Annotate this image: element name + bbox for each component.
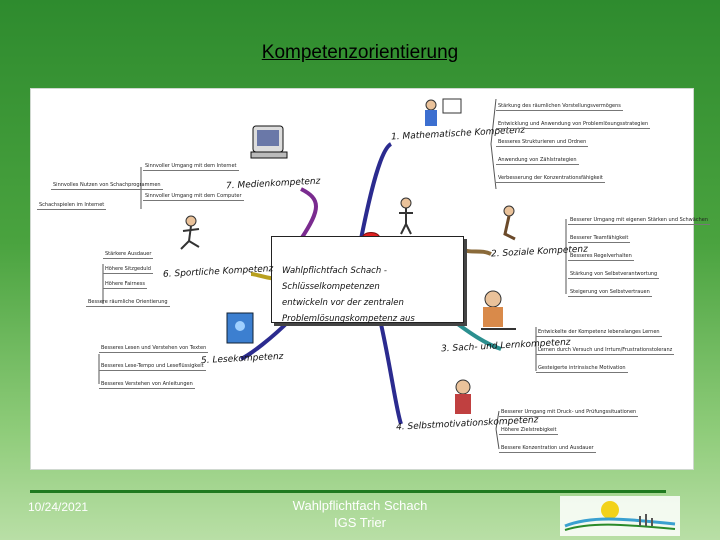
leaf-5-3: Besseres Verstehen von Anleitungen [99, 381, 195, 389]
leaf-6-3: Höhere Fairness [103, 281, 147, 289]
leaf-5-1: Besseres Lesen und Verstehen von Texten [99, 345, 209, 353]
footer-date: 10/24/2021 [28, 500, 89, 514]
kneeling-figure-icon [503, 205, 516, 241]
leaf-4-1: Besserer Umgang mit Druck- und Prüfungss… [499, 409, 639, 417]
thinking-figure-icon [481, 290, 516, 330]
center-line-1: Wahlpflichtfach Schach - Schlüsselkompet… [282, 266, 387, 292]
leaf-7-2: Sinnvoller Umgang mit dem Computer [143, 193, 244, 201]
leaf-3-1: Entwickelte der Kompetenz lebenslanges L… [536, 329, 662, 337]
footer-divider [30, 490, 666, 493]
leaf-2-3: Besseres Regelverhalten [568, 253, 634, 261]
leaf-4-2: Höhere Zielstrebigkeit [499, 427, 559, 435]
school-logo-icon [560, 496, 680, 536]
leaf-6-4: Bessere räumliche Orientierung [86, 299, 170, 307]
book-icon [226, 312, 254, 344]
leaf-6-2: Höhere Sitzgeduld [103, 266, 153, 274]
leaf-1-1: Stärkung des räumlichen Vorstellungsverm… [496, 103, 623, 111]
footer-center-text: Wahlpflichtfach Schach IGS Trier [260, 497, 460, 531]
leaf-5-2: Besseres Lese-Tempo und Leseflüssigkeit [99, 363, 206, 371]
leaf-3-2: Lernen durch Versuch und Irrtum/Frustrat… [536, 347, 675, 355]
leaf-7-3: Sinnvolles Nutzen von Schachprogrammen [51, 182, 163, 190]
leaf-7-1: Sinnvoller Umgang mit dem Internet [143, 163, 239, 171]
leaf-1-3: Besseres Strukturieren und Ordnen [496, 139, 589, 147]
footer-course: Wahlpflichtfach Schach [292, 498, 428, 513]
slide-title: Kompetenzorientierung [261, 42, 459, 63]
leaf-7-4: Schachspielen im Internet [37, 202, 107, 210]
leaf-2-2: Besserer Teamfähigkeit [568, 235, 631, 243]
leaf-3-3: Gesteigerte intrinsische Motivation [536, 365, 628, 373]
leaf-1-4: Anwendung von Zählstrategien [496, 157, 579, 165]
leaf-1-2: Entwicklung und Anwendung von Problemlös… [496, 121, 651, 129]
leaf-2-4: Stärkung von Selbstverantwortung [568, 271, 660, 279]
climber-figure-icon [399, 197, 413, 235]
leaf-1-5: Verbesserung der Konzentrationsfähigkeit [496, 175, 605, 183]
leaf-2-5: Steigerung von Selbstvertrauen [568, 289, 652, 297]
leaf-2-1: Besserer Umgang mit eigenen Stärken und … [568, 217, 711, 225]
footer-school: IGS Trier [333, 515, 386, 530]
runner-figure-icon [180, 215, 200, 250]
leaf-6-1: Stärkere Ausdauer [103, 251, 154, 259]
student-figure-icon [455, 379, 471, 414]
mindmap-image: Wahlpflichtfach Schach - Schlüsselkompet… [30, 88, 711, 470]
computer-icon [250, 125, 288, 159]
teacher-figure-icon [425, 98, 462, 126]
leaf-4-3: Bessere Konzentration und Ausdauer [499, 445, 596, 453]
center-node: Wahlpflichtfach Schach - Schlüsselkompet… [271, 236, 464, 324]
center-line-2: entwickeln vor der zentralen Problemlösu… [282, 298, 415, 324]
